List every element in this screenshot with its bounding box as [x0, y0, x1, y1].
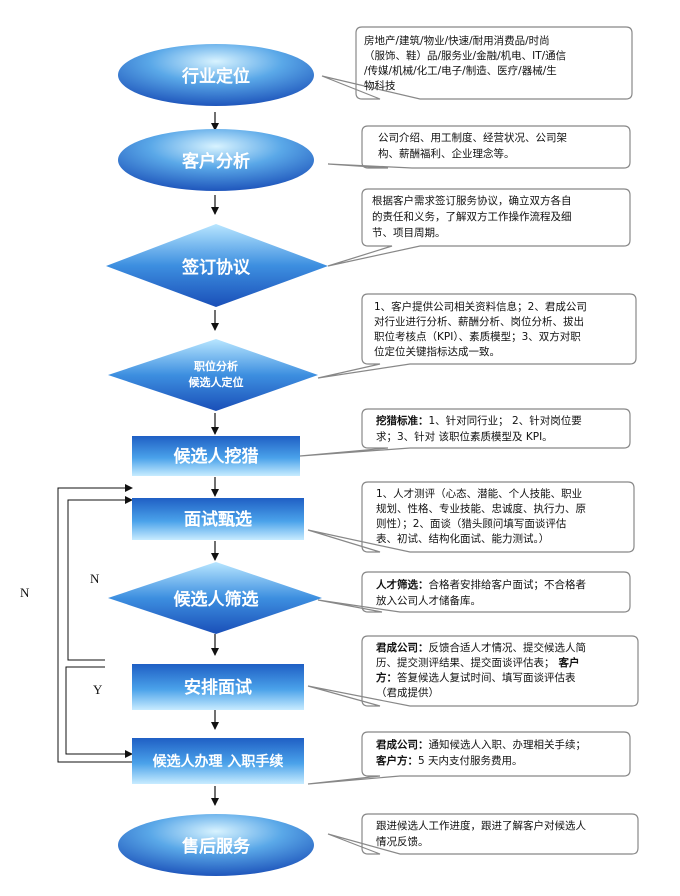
note-headhunting-rest: 1、针对同行业； 2、针对岗位要: [429, 414, 582, 427]
step-industry-shape: [118, 44, 314, 106]
callout-onboarding: 君成公司：通知候选人入职、办理相关手续； 客户方：5 天内支付服务费用。: [307, 731, 631, 785]
note-onboarding-line-1: 君成公司：通知候选人入职、办理相关手续；: [376, 738, 586, 751]
step-screening-shape: [108, 562, 322, 634]
step-onboarding: 候选人办理 入职手续: [132, 738, 304, 784]
note-industry-line-4: 物科技: [364, 79, 396, 92]
step-headhunting: 候选人挖猎: [132, 436, 300, 476]
step-interview-shape: [132, 498, 304, 540]
note-arrange-line-3: 方：答复候选人复试时间、填写面谈评估表: [376, 671, 576, 684]
callout-interview: 1、人才测评（心态、潜能、个人技能、职业 规划、性格、专业技能、忠诚度、执行力、…: [307, 481, 635, 553]
note-arrange-line-2: 历、提交测评结果、提交面谈评估表；客户: [376, 656, 580, 669]
loop-inner-y: [65, 666, 133, 758]
note-interview-line-4: 表、初试、结构化面试、能力测试。）: [376, 532, 549, 545]
note-arrange-line-1: 君成公司：反馈合适人才情况、提交候选人简: [376, 641, 586, 654]
step-sign-agreement-label: 签订协议: [181, 257, 251, 278]
step-onboarding-shape: [132, 738, 304, 784]
step-interview: 面试甄选: [132, 498, 304, 540]
loop-label-outer-n: N: [20, 585, 30, 600]
callout-screening: 人才筛选：合格者安排给客户面试；不合格者 放入公司人才储备库。: [317, 571, 631, 613]
step-screening-label: 候选人筛选: [174, 589, 259, 610]
note-position-line-1: 1、客户提供公司相关资料信息；2、君成公司: [374, 300, 587, 313]
note-after-sales-line-2: 情况反馈。: [376, 835, 429, 848]
note-onboarding-bold-2: 客户方：: [375, 754, 418, 767]
callout-position-analysis: 1、客户提供公司相关资料信息；2、君成公司 对行业进行分析、薪酬分析、岗位分析、…: [317, 293, 637, 379]
loop-label-inner-n: N: [90, 571, 100, 586]
callout-after-sales: 跟进候选人工作进度，跟进了解客户对候选人 情况反馈。: [327, 813, 639, 855]
step-sign-agreement-shape: [106, 224, 328, 307]
note-interview-line-2: 规划、性格、专业技能、忠诚度、执行力、原: [376, 502, 586, 515]
note-onboarding-rest-1: 通知候选人入职、办理相关手续；: [429, 738, 587, 751]
note-agreement-line-1: 根据客户需求签订服务协议，确立双方各自: [372, 194, 572, 207]
callout-industry: 房地产/建筑/物业/快速/耐用消费品/时尚 （服饰、鞋）品/服务业/金融/机电、…: [321, 26, 633, 100]
note-screening-rest: 合格者安排给客户面试；不合格者: [429, 578, 587, 591]
note-onboarding-rest-2: 5 天内支付服务费用。: [418, 754, 523, 767]
note-screening-bold: 人才筛选：: [376, 578, 429, 591]
note-arrange-line-4: （君成提供）: [376, 686, 439, 699]
callout-sign-agreement: 根据客户需求签订服务协议，确立双方各自 的责任和义务，了解双方工作操作流程及细 …: [327, 188, 631, 267]
note-screening-line-1: 人才筛选：合格者安排给客户面试；不合格者: [376, 578, 586, 591]
note-arrange-bold-3: 方：: [376, 671, 397, 684]
step-industry: 行业定位: [118, 44, 314, 106]
note-headhunting-bold: 挖猎标准：: [376, 414, 429, 427]
note-after-sales-line-1: 跟进候选人工作进度，跟进了解客户对候选人: [376, 819, 586, 832]
note-arrange-bold-1: 君成公司：: [376, 641, 429, 654]
note-industry-line-2: （服饰、鞋）品/服务业/金融/机电、IT/通信: [364, 49, 566, 62]
step-sign-agreement: 签订协议: [106, 224, 328, 307]
step-industry-label: 行业定位: [181, 66, 250, 87]
loop-outer-n: [57, 484, 133, 763]
step-screening: 候选人筛选: [108, 562, 322, 634]
note-industry-line-1: 房地产/建筑/物业/快速/耐用消费品/时尚: [364, 34, 550, 47]
note-onboarding-bold-1: 君成公司：: [376, 738, 429, 751]
loop-label-inner-y: Y: [93, 682, 103, 697]
note-position-line-4: 位定位关键指标达成一致。: [374, 345, 500, 358]
note-client-line-1: 公司介绍、用工制度、经营状况、公司架: [378, 131, 567, 144]
note-position-line-3: 职位考核点（KPI）、素质模型；3、双方对职: [374, 330, 581, 343]
step-client-analysis-label: 客户分析: [181, 151, 250, 172]
note-interview-line-3: 则性）；2、面谈（猎头顾问填写面谈评估: [376, 517, 567, 530]
step-client-analysis: 客户分析: [118, 129, 314, 191]
note-arrange-bold-2: 客户: [558, 656, 580, 669]
step-position-analysis-shape: [108, 339, 318, 411]
step-client-analysis-shape: [118, 129, 314, 191]
step-arrange-interview: 安排面试: [132, 664, 304, 710]
callout-client-analysis: 公司介绍、用工制度、经营状况、公司架 构、薪酬福利、企业理念等。: [327, 125, 631, 169]
note-industry-line-3: /传媒/机械/化工/电子/制造、医疗/器械/生: [364, 64, 557, 77]
step-headhunting-shape: [132, 436, 300, 476]
step-headhunting-label: 候选人挖猎: [174, 446, 259, 467]
loop-inner: [67, 496, 133, 661]
step-position-analysis: 职位分析 候选人定位: [108, 339, 318, 411]
callout-arrange-interview: 君成公司：反馈合适人才情况、提交候选人简 历、提交测评结果、提交面谈评估表；客户…: [307, 635, 639, 707]
step-position-analysis-label-1: 职位分析: [194, 359, 238, 373]
step-onboarding-label: 候选人办理 入职手续: [153, 753, 284, 770]
loop-lines: [57, 484, 133, 763]
note-client-line-2: 构、薪酬福利、企业理念等。: [378, 147, 515, 160]
note-position-line-2: 对行业进行分析、薪酬分析、岗位分析、拔出: [374, 315, 584, 328]
note-arrange-rest-1: 反馈合适人才情况、提交候选人简: [429, 641, 587, 654]
note-screening-line-2: 放入公司人才储备库。: [376, 594, 481, 607]
note-onboarding-line-2: 客户方：5 天内支付服务费用。: [375, 754, 523, 767]
note-arrange-rest-3: 答复候选人复试时间、填写面谈评估表: [397, 671, 576, 684]
step-arrange-interview-shape: [132, 664, 304, 710]
step-interview-label: 面试甄选: [184, 510, 252, 530]
step-after-sales-label: 售后服务: [182, 836, 251, 857]
step-after-sales: 售后服务: [118, 814, 314, 876]
step-position-analysis-label-2: 候选人定位: [189, 375, 244, 389]
note-agreement-line-3: 节、项目周期。: [372, 227, 446, 239]
note-headhunting-line-1: 挖猎标准：1、针对同行业； 2、针对岗位要: [376, 414, 582, 427]
step-after-sales-shape: [118, 814, 314, 876]
step-arrange-interview-label: 安排面试: [184, 677, 252, 698]
note-headhunting-line-2: 求；3、针对 该职位素质模型及 KPI。: [376, 430, 553, 443]
note-interview-line-1: 1、人才测评（心态、潜能、个人技能、职业: [376, 487, 582, 500]
note-arrange-rest-2: 历、提交测评结果、提交面谈评估表；: [376, 656, 555, 669]
note-agreement-line-2: 的责任和义务，了解双方工作操作流程及细: [372, 210, 572, 223]
callout-headhunting: 挖猎标准：1、针对同行业； 2、针对岗位要 求；3、针对 该职位素质模型及 KP…: [299, 408, 631, 457]
